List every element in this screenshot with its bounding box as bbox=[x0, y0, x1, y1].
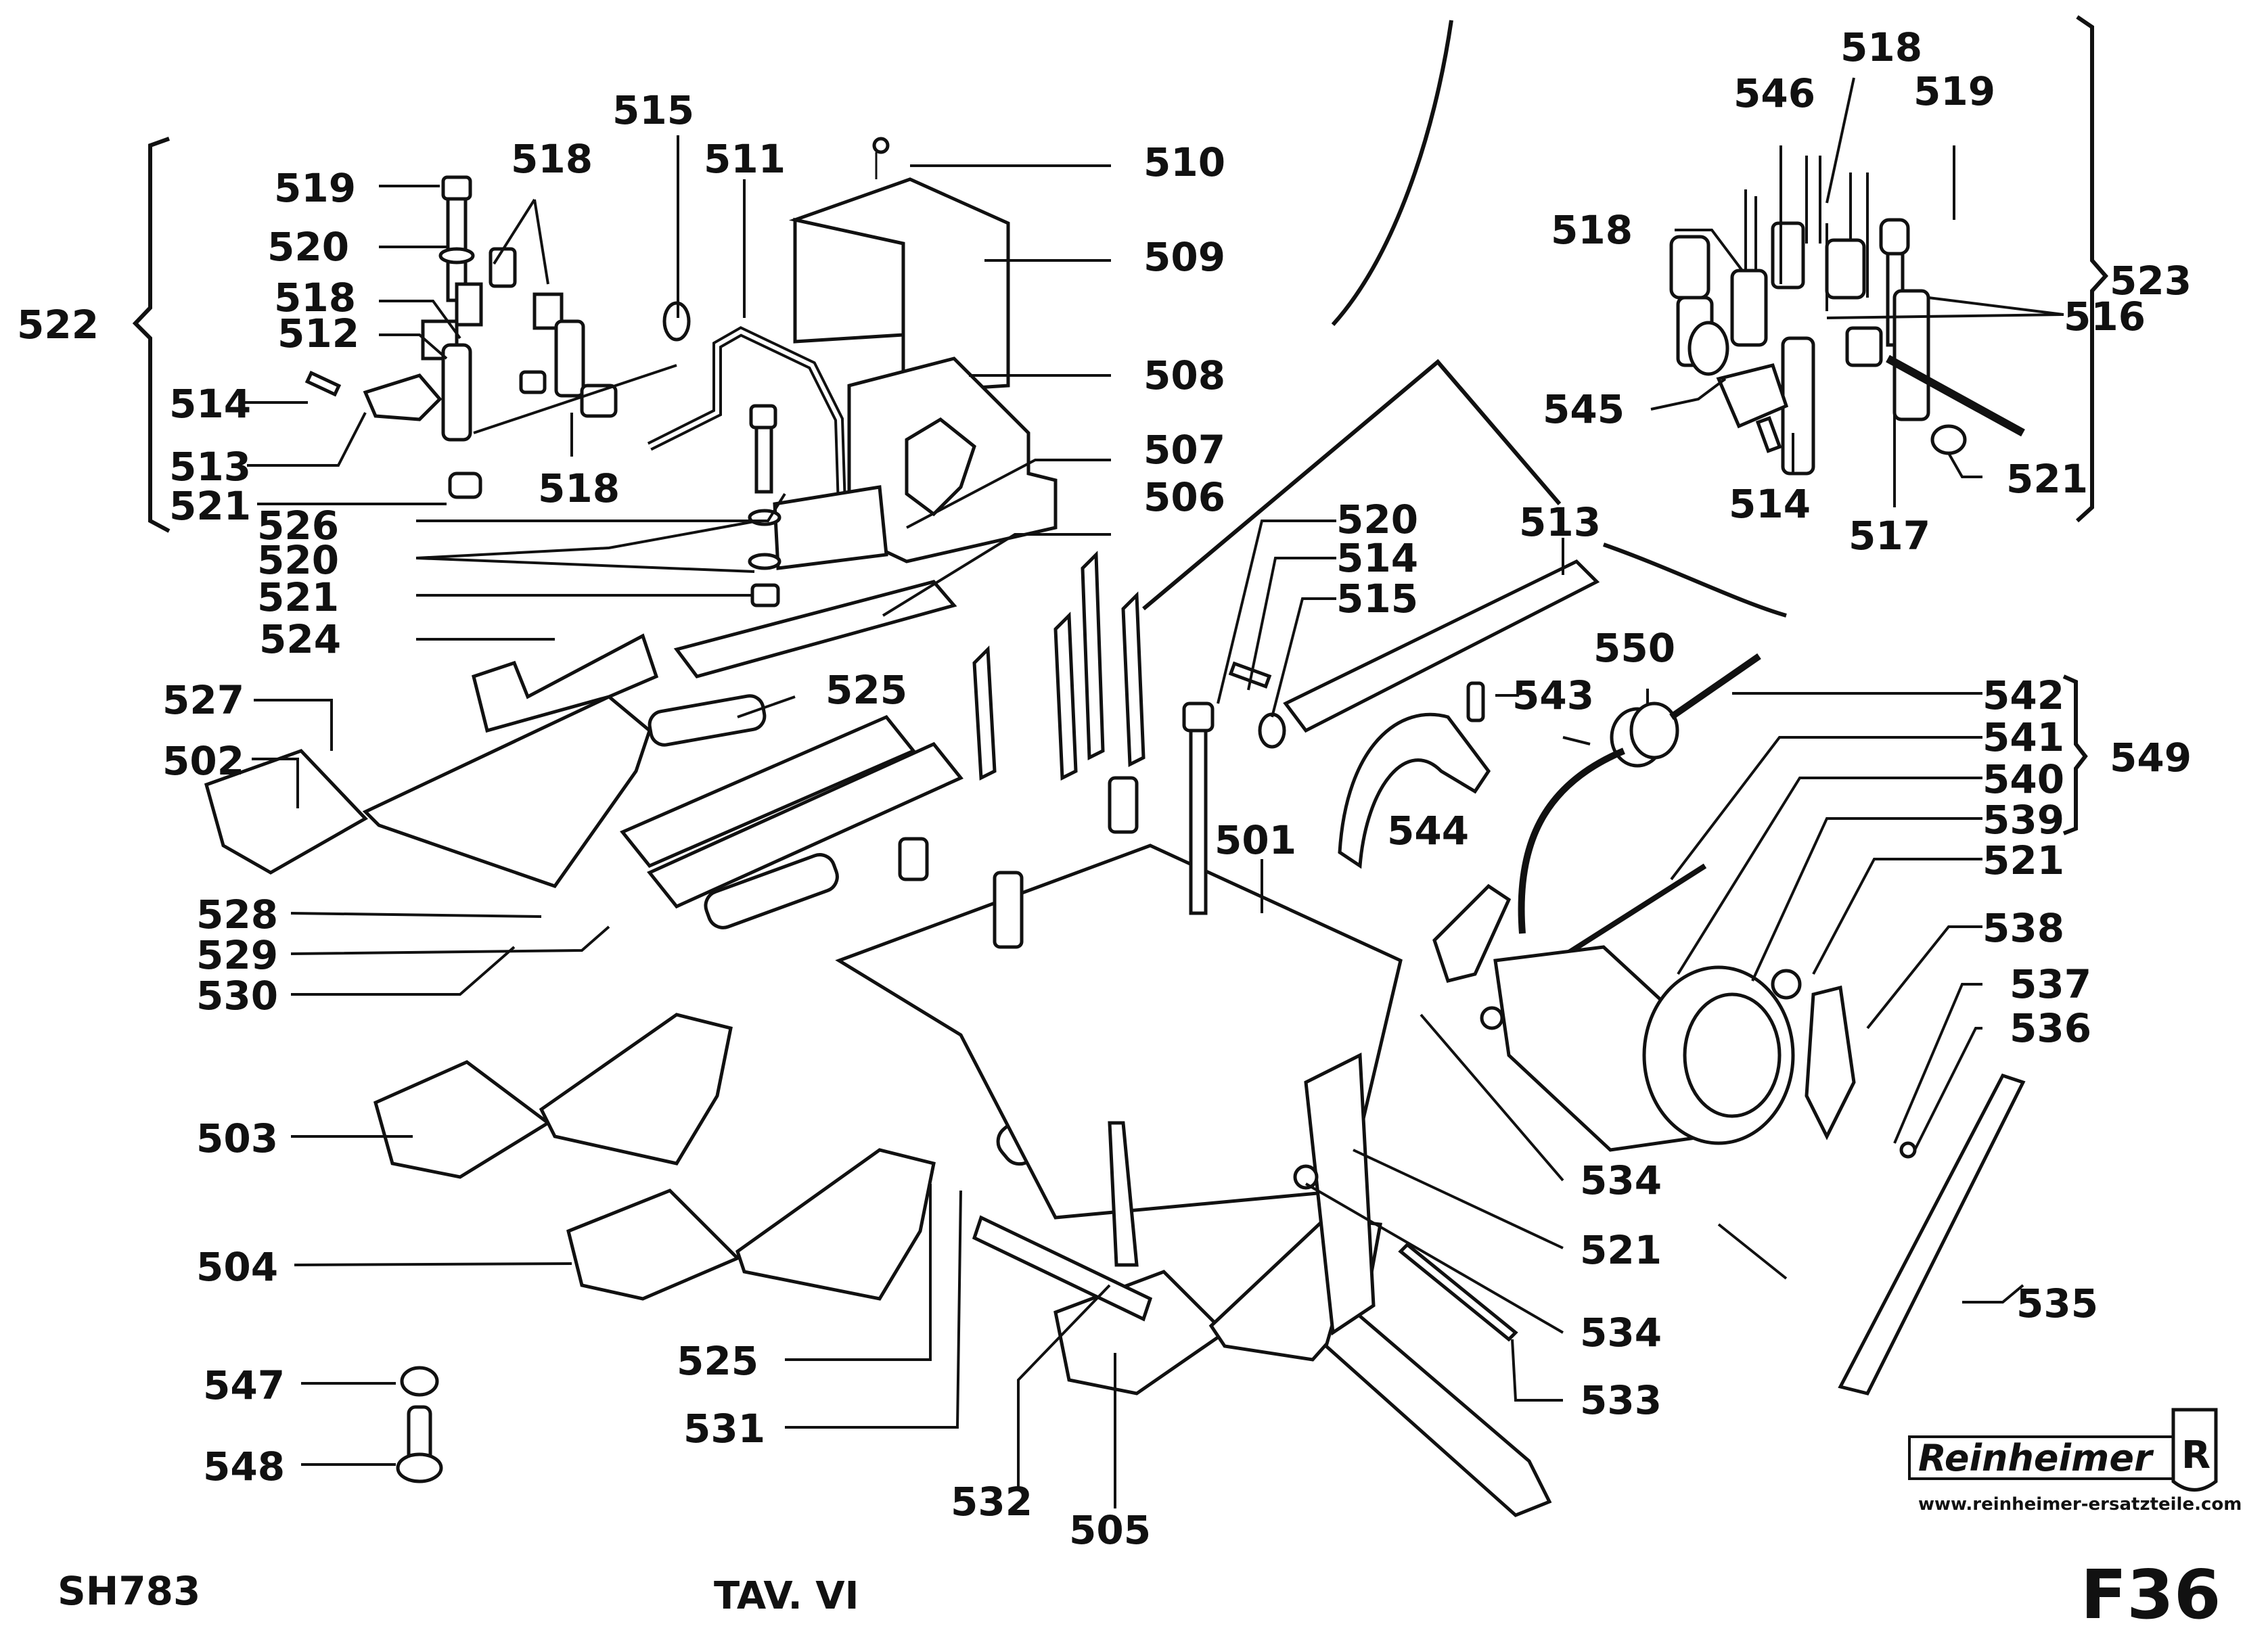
label-515: 515 bbox=[1336, 576, 1418, 622]
label-518: 518 bbox=[538, 465, 620, 511]
shield-icon bbox=[2171, 1408, 2218, 1492]
pointer-wedge bbox=[1142, 359, 1562, 611]
label-515: 515 bbox=[612, 87, 694, 133]
label-532: 532 bbox=[951, 1479, 1033, 1525]
label-525: 525 bbox=[825, 667, 907, 713]
label-519: 519 bbox=[1913, 68, 1995, 114]
label-520: 520 bbox=[1336, 497, 1418, 543]
label-507: 507 bbox=[1143, 427, 1225, 473]
label-540: 540 bbox=[1982, 756, 2064, 802]
brand-url[interactable]: www.reinheimer-ersatzteile.com bbox=[1918, 1494, 2242, 1515]
label-521: 521 bbox=[169, 483, 251, 529]
label-510: 510 bbox=[1143, 139, 1225, 185]
brace-522 bbox=[132, 137, 171, 533]
label-516: 516 bbox=[2064, 294, 2146, 340]
linkage-bars bbox=[620, 580, 963, 909]
label-537: 537 bbox=[2010, 961, 2091, 1007]
leader-lines bbox=[240, 77, 2064, 1508]
label-514: 514 bbox=[169, 381, 251, 427]
inset-arc bbox=[1331, 20, 1453, 327]
label-534: 534 bbox=[1580, 1157, 1662, 1203]
label-547: 547 bbox=[203, 1362, 285, 1408]
pedal-502 bbox=[204, 633, 659, 888]
label-505: 505 bbox=[1069, 1507, 1151, 1553]
base-plate-501 bbox=[835, 551, 1403, 1220]
label-511: 511 bbox=[704, 136, 786, 182]
label-545: 545 bbox=[1543, 386, 1625, 432]
label-534: 534 bbox=[1580, 1310, 1662, 1356]
pedal-503 bbox=[373, 1013, 733, 1179]
label-535: 535 bbox=[2016, 1281, 2098, 1327]
right-valve-block bbox=[1669, 156, 2025, 476]
label-513: 513 bbox=[169, 444, 251, 490]
cover-509 bbox=[788, 137, 1010, 394]
rod-535 bbox=[1398, 1073, 2026, 1396]
label-514: 514 bbox=[1729, 481, 1811, 527]
label-502: 502 bbox=[162, 738, 244, 784]
motor-540 bbox=[1432, 883, 1856, 1152]
label-504: 504 bbox=[196, 1244, 278, 1290]
label-513: 513 bbox=[1519, 499, 1601, 545]
label-520: 520 bbox=[257, 537, 339, 583]
clamp-544 bbox=[1338, 681, 1491, 869]
label-520: 520 bbox=[267, 224, 349, 270]
sheet-code: SH783 bbox=[58, 1568, 200, 1614]
label-538: 538 bbox=[1982, 905, 2064, 951]
label-550: 550 bbox=[1593, 625, 1675, 671]
label-503: 503 bbox=[196, 1115, 278, 1161]
brand-name: Reinheimer bbox=[1918, 1437, 2154, 1479]
label-521: 521 bbox=[1982, 837, 2064, 883]
label-525: 525 bbox=[677, 1338, 758, 1384]
label-536: 536 bbox=[2010, 1005, 2091, 1051]
figure-number: F36 bbox=[2081, 1555, 2221, 1634]
label-531: 531 bbox=[683, 1406, 765, 1452]
label-506: 506 bbox=[1143, 474, 1225, 520]
label-546: 546 bbox=[1733, 70, 1815, 116]
label-522: 522 bbox=[17, 302, 99, 348]
label-518: 518 bbox=[1840, 24, 1922, 70]
brace-523 bbox=[2075, 15, 2109, 523]
label-524: 524 bbox=[259, 616, 341, 662]
labels: 515 511 510 519 518 509 520 518 522 512 … bbox=[17, 24, 2192, 1553]
label-508: 508 bbox=[1143, 352, 1225, 398]
label-543: 543 bbox=[1512, 672, 1594, 718]
label-529: 529 bbox=[196, 932, 278, 978]
label-549: 549 bbox=[2110, 735, 2192, 781]
housing-508 bbox=[748, 356, 1058, 607]
label-530: 530 bbox=[196, 973, 278, 1019]
label-521: 521 bbox=[2006, 456, 2088, 502]
label-518: 518 bbox=[511, 136, 593, 182]
brand-logo: Reinheimer R bbox=[1908, 1408, 2218, 1492]
label-528: 528 bbox=[196, 892, 278, 938]
cable-549 bbox=[1518, 653, 1761, 963]
label-533: 533 bbox=[1580, 1377, 1662, 1423]
label-512: 512 bbox=[277, 310, 359, 356]
label-523: 523 bbox=[2110, 258, 2192, 304]
label-518: 518 bbox=[274, 275, 356, 321]
label-501: 501 bbox=[1215, 817, 1296, 863]
label-527: 527 bbox=[162, 677, 244, 723]
label-519: 519 bbox=[274, 165, 356, 211]
label-521: 521 bbox=[257, 574, 339, 620]
label-517: 517 bbox=[1849, 513, 1930, 559]
label-514: 514 bbox=[1336, 535, 1418, 581]
label-509: 509 bbox=[1143, 234, 1225, 280]
label-518: 518 bbox=[1551, 207, 1633, 253]
pedal-504 bbox=[566, 1148, 936, 1301]
table-label: TAV. VI bbox=[714, 1574, 859, 1618]
label-526: 526 bbox=[257, 503, 339, 549]
hardware-547-548 bbox=[396, 1366, 443, 1483]
label-541: 541 bbox=[1982, 714, 2064, 760]
left-valve-block bbox=[304, 175, 691, 499]
label-521: 521 bbox=[1580, 1227, 1662, 1273]
shield-letter: R bbox=[2181, 1433, 2210, 1477]
brace-549 bbox=[2062, 674, 2088, 835]
label-548: 548 bbox=[203, 1444, 285, 1490]
label-542: 542 bbox=[1982, 672, 2064, 718]
label-544: 544 bbox=[1387, 808, 1469, 854]
bracket-534 bbox=[972, 1053, 1376, 1336]
label-539: 539 bbox=[1982, 797, 2064, 843]
inset-arc-lower bbox=[1603, 543, 1787, 618]
